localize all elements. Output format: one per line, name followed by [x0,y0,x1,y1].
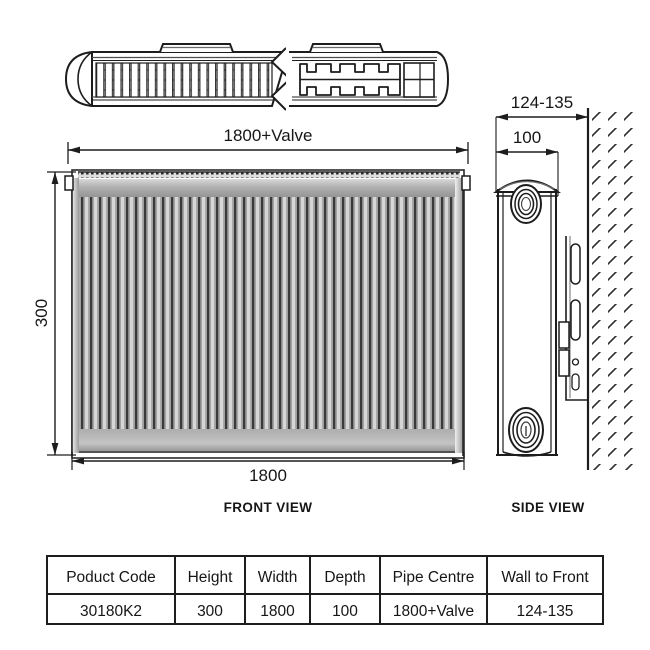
top-view-right-segment [289,43,450,107]
spec-table: Poduct Code Height Width Depth Pipe Cent… [46,555,604,625]
bracket-slot-lower [571,373,580,391]
table-cell-height: 300 [197,603,223,620]
wall [586,108,633,470]
table-cell-width: 1800 [260,603,295,620]
table-header-wall-to-front: Wall to Front [501,569,589,586]
top-valve-port [510,184,542,224]
bracket-tab-lower [558,349,570,377]
front-view: 300 1800 FRONT VIEW [32,169,471,515]
fin-field [76,197,462,429]
bracket-hole [571,358,580,366]
bottom-band [76,429,462,453]
dimension-width [71,452,465,470]
dimension-label-overall-width: 1800+Valve [223,126,312,145]
bracket-slot-upper [570,243,581,285]
table-header-product-code: Poduct Code [66,569,156,586]
side-view-label: SIDE VIEW [511,500,584,515]
table-header-depth: Depth [324,569,365,586]
front-panel [64,169,471,459]
wall-bracket [558,236,588,401]
table-cell-depth: 100 [332,603,358,620]
table-header-height: Height [188,569,233,586]
top-grille [78,172,460,178]
bottom-valve-port [508,407,544,453]
dimension-depth [496,148,559,196]
table-cell-pipe-centre: 1800+Valve [393,603,474,620]
dimension-height [47,171,76,456]
right-valve-stub [461,175,471,191]
side-view: 124-135 100 SIDE VIEW [492,93,633,515]
dimension-top-width [67,142,469,164]
table-cell-wall-to-front: 124-135 [517,603,574,620]
right-edge [455,178,463,453]
top-cutaway-view: 1800+Valve [64,43,469,164]
dimension-label-depth: 100 [513,128,541,147]
left-valve-stub [64,175,74,191]
bracket-slot-mid [570,299,581,341]
top-band [76,179,462,197]
dimension-label-width: 1800 [249,466,287,485]
table-header-pipe-centre: Pipe Centre [393,569,475,586]
left-edge [72,178,79,453]
table-cell-product-code: 30180K2 [80,603,142,620]
front-view-label: FRONT VIEW [224,500,313,515]
side-radiator-body [492,179,588,457]
bracket-tab-upper [558,321,570,349]
dimension-label-wall-to-front: 124-135 [511,93,573,112]
dimension-label-height: 300 [32,299,51,327]
top-view-left-segment [64,43,290,107]
table-header-width: Width [258,569,298,586]
dimension-wall-to-front [495,113,588,193]
